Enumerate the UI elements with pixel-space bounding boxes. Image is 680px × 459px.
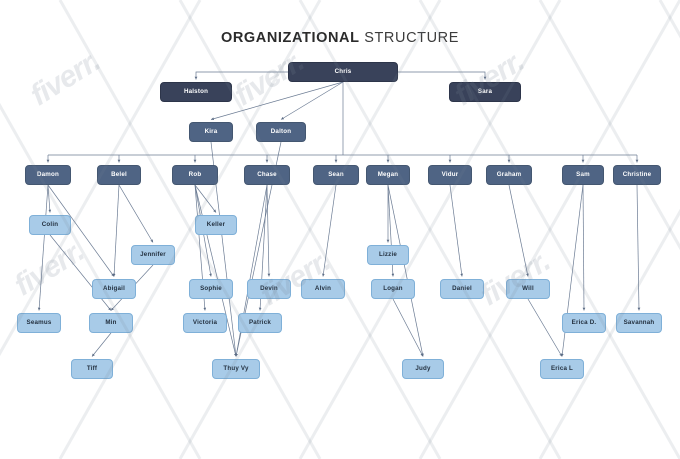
org-node-erica_d[interactable]: Erica D. — [562, 313, 606, 333]
connector-line — [47, 184, 52, 213]
org-node-graham[interactable]: Graham — [486, 165, 532, 185]
org-node-label: Daniel — [452, 284, 472, 292]
org-node-victoria[interactable]: Victoria — [183, 313, 227, 333]
title-bold: ORGANIZATIONAL — [220, 30, 360, 46]
org-node-chase[interactable]: Chase — [244, 165, 290, 185]
title-light: STRUCTURE — [359, 30, 460, 46]
org-node-tiff[interactable]: Tiff — [71, 359, 113, 379]
connector-line — [91, 332, 112, 357]
org-node-label: Lizzie — [378, 250, 398, 258]
connector-line — [582, 184, 586, 311]
org-node-label: Belel — [111, 170, 127, 178]
org-node-halston[interactable]: Halston — [160, 82, 232, 102]
org-node-damon[interactable]: Damon — [25, 165, 71, 185]
org-node-label: Tiff — [86, 364, 98, 372]
org-node-jennifer[interactable]: Jennifer — [131, 245, 175, 265]
org-node-label: Chase — [257, 170, 277, 178]
org-node-dalton[interactable]: Dalton — [256, 122, 306, 142]
connector-line — [112, 184, 120, 277]
connector-line — [280, 81, 344, 120]
org-node-abigail[interactable]: Abigail — [92, 279, 136, 299]
org-node-label: Savannah — [623, 318, 655, 326]
connector-line — [194, 184, 217, 213]
connector-line — [392, 298, 424, 357]
connector-line — [49, 234, 112, 311]
connector-line — [118, 184, 154, 243]
connector-line — [37, 184, 49, 311]
connector-line — [527, 298, 563, 357]
org-node-colin[interactable]: Colin — [29, 215, 71, 235]
org-node-thuy_vy[interactable]: Thuy Vy — [212, 359, 260, 379]
org-node-devin[interactable]: Devin — [247, 279, 291, 299]
org-node-label: Sara — [477, 87, 493, 95]
org-node-keller[interactable]: Keller — [195, 215, 237, 235]
org-node-label: Min — [105, 318, 117, 326]
org-node-label: Devin — [260, 284, 278, 292]
org-node-erica_l[interactable]: Erica L — [540, 359, 584, 379]
org-node-christine[interactable]: Christine — [613, 165, 661, 185]
org-node-belel[interactable]: Belel — [97, 165, 141, 185]
connector-line — [322, 184, 337, 277]
org-node-sara[interactable]: Sara — [449, 82, 521, 102]
connector-line — [508, 184, 529, 277]
org-node-label: Megan — [377, 170, 399, 178]
connector-line — [210, 81, 344, 121]
org-node-label: Kira — [204, 127, 218, 135]
org-node-label: Abigail — [102, 284, 126, 292]
page-title: ORGANIZATIONAL STRUCTURE — [0, 30, 680, 46]
connector-line — [194, 184, 237, 357]
org-node-chris[interactable]: Chris — [288, 62, 398, 82]
org-node-sean[interactable]: Sean — [313, 165, 359, 185]
org-node-label: Victoria — [192, 318, 218, 326]
org-node-label: Dalton — [270, 127, 292, 135]
org-node-label: Thuy Vy — [223, 364, 249, 372]
org-node-label: Halston — [183, 87, 209, 95]
org-node-rob[interactable]: Rob — [172, 165, 218, 185]
connector-line — [387, 184, 424, 357]
org-node-daniel[interactable]: Daniel — [440, 279, 484, 299]
org-node-vidur[interactable]: Vidur — [428, 165, 472, 185]
org-node-min[interactable]: Min — [89, 313, 133, 333]
org-node-label: Sean — [328, 170, 344, 178]
org-node-label: Jennifer — [140, 250, 166, 258]
org-node-label: Will — [522, 284, 534, 292]
org-node-savannah[interactable]: Savannah — [616, 313, 662, 333]
org-node-logan[interactable]: Logan — [371, 279, 415, 299]
org-node-kira[interactable]: Kira — [189, 122, 233, 142]
org-node-label: Graham — [496, 170, 522, 178]
connector-line — [47, 184, 115, 277]
connector-line — [636, 184, 641, 311]
org-node-label: Colin — [41, 220, 59, 228]
org-node-label: Damon — [37, 170, 59, 178]
org-node-label: Rob — [188, 170, 202, 178]
org-node-sam[interactable]: Sam — [562, 165, 604, 185]
org-node-label: Logan — [383, 284, 403, 292]
org-node-megan[interactable]: Megan — [366, 165, 410, 185]
org-node-judy[interactable]: Judy — [402, 359, 444, 379]
org-node-label: Sophie — [200, 284, 222, 292]
org-node-label: Alvin — [314, 284, 332, 292]
org-node-seamus[interactable]: Seamus — [17, 313, 61, 333]
org-node-label: Vidur — [441, 170, 459, 178]
org-node-will[interactable]: Will — [506, 279, 550, 299]
org-node-alvin[interactable]: Alvin — [301, 279, 345, 299]
connector-line — [266, 184, 271, 277]
org-node-label: Patrick — [248, 318, 272, 326]
org-node-sophie[interactable]: Sophie — [189, 279, 233, 299]
org-node-label: Seamus — [26, 318, 52, 326]
connector-line — [449, 184, 464, 277]
org-node-lizzie[interactable]: Lizzie — [367, 245, 409, 265]
org-node-label: Erica L — [550, 364, 574, 372]
org-node-label: Christine — [622, 170, 652, 178]
org-node-label: Keller — [206, 220, 226, 228]
org-node-label: Erica D. — [571, 318, 597, 326]
org-node-label: Sam — [576, 170, 590, 178]
org-node-label: Judy — [415, 364, 431, 372]
org-node-patrick[interactable]: Patrick — [238, 313, 282, 333]
org-node-label: Chris — [334, 67, 352, 75]
